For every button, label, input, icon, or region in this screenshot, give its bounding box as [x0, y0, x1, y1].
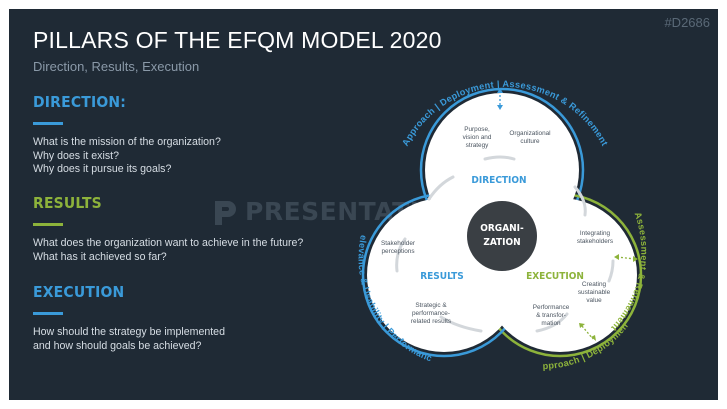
efqm-diagram: ORGANI- ZATION DIRECTION RESULTS EXECUTI… [9, 9, 649, 371]
node-value: Creating sustainable value [578, 281, 611, 304]
node-text: Integrating [580, 230, 611, 237]
node-text: & transfor- [536, 312, 566, 319]
node-text: Performance [533, 304, 570, 311]
node-text: strategy [466, 142, 490, 149]
node-text: performance- [412, 310, 450, 317]
results-heading: RESULTS [33, 194, 102, 212]
node-text: value [586, 297, 602, 304]
results-label: RESULTS [420, 271, 464, 282]
center-label-1: ORGANI- [480, 223, 524, 234]
center-label-2: ZATION [483, 237, 520, 248]
node-strategic: Strategic & performance- related results [411, 302, 451, 325]
direction-line: Why does it pursue its goals? [33, 163, 172, 175]
node-performance: Performance & transfor- mation [533, 304, 570, 327]
direction-section: DIRECTION: What is the mission of the or… [33, 93, 333, 177]
node-text: Strategic & [415, 302, 447, 309]
center-circle [467, 201, 537, 271]
execution-underline [33, 312, 63, 315]
direction-label: DIRECTION [471, 175, 526, 186]
execution-heading: EXECUTION [33, 283, 125, 301]
page-title: PILLARS OF THE EFQM MODEL 2020 [33, 27, 442, 53]
node-text: sustainable [578, 289, 611, 296]
node-text: culture [520, 138, 540, 145]
results-section: RESULTS What does the organization want … [33, 194, 333, 264]
node-text: related results [411, 318, 451, 325]
node-text: Stakeholder [381, 240, 416, 247]
execution-section: EXECUTION How should the strategy be imp… [33, 283, 333, 353]
execution-line: and how should goals be achieved? [33, 339, 202, 352]
node-purpose: Purpose, vision and strategy [463, 126, 492, 149]
page-subtitle: Direction, Results, Execution [33, 59, 200, 74]
direction-heading: DIRECTION: [33, 93, 127, 111]
node-text: Organizational [509, 130, 550, 137]
flow-arrows [395, 155, 615, 333]
watermark-logo-icon [215, 201, 236, 225]
node-text: perceptions [381, 248, 414, 255]
ring-label-left-text: Relevance & Usability | Performance [9, 9, 433, 364]
direction-line: What is the mission of the organization? [33, 136, 221, 148]
results-underline [33, 223, 63, 226]
node-stakeholders: Integrating stakeholders [577, 230, 613, 245]
node-text: stakeholders [577, 238, 613, 245]
execution-line: How should the strategy be implemented [33, 326, 225, 338]
node-text: Purpose, [464, 126, 490, 133]
results-line: What does the organization want to achie… [33, 237, 304, 249]
node-text: mation [541, 320, 561, 327]
direction-line: Why does it exist? [33, 149, 119, 162]
slide: #D2686 PILLARS OF THE EFQM MODEL 2020 Di… [9, 9, 718, 400]
slide-id-tag: #D2686 [664, 15, 710, 30]
node-perceptions: Stakeholder perceptions [381, 240, 416, 255]
node-text: vision and [463, 134, 492, 141]
ring-label-left: Relevance & Usability | Performance [9, 9, 434, 364]
execution-label: EXECUTION [526, 271, 584, 282]
direction-underline [33, 122, 63, 125]
dashed-connectors [499, 91, 636, 340]
node-text: Creating [582, 281, 607, 288]
connector-arrowheads [497, 88, 638, 341]
results-line: What has it achieved so far? [33, 250, 167, 263]
node-culture: Organizational culture [509, 130, 550, 145]
